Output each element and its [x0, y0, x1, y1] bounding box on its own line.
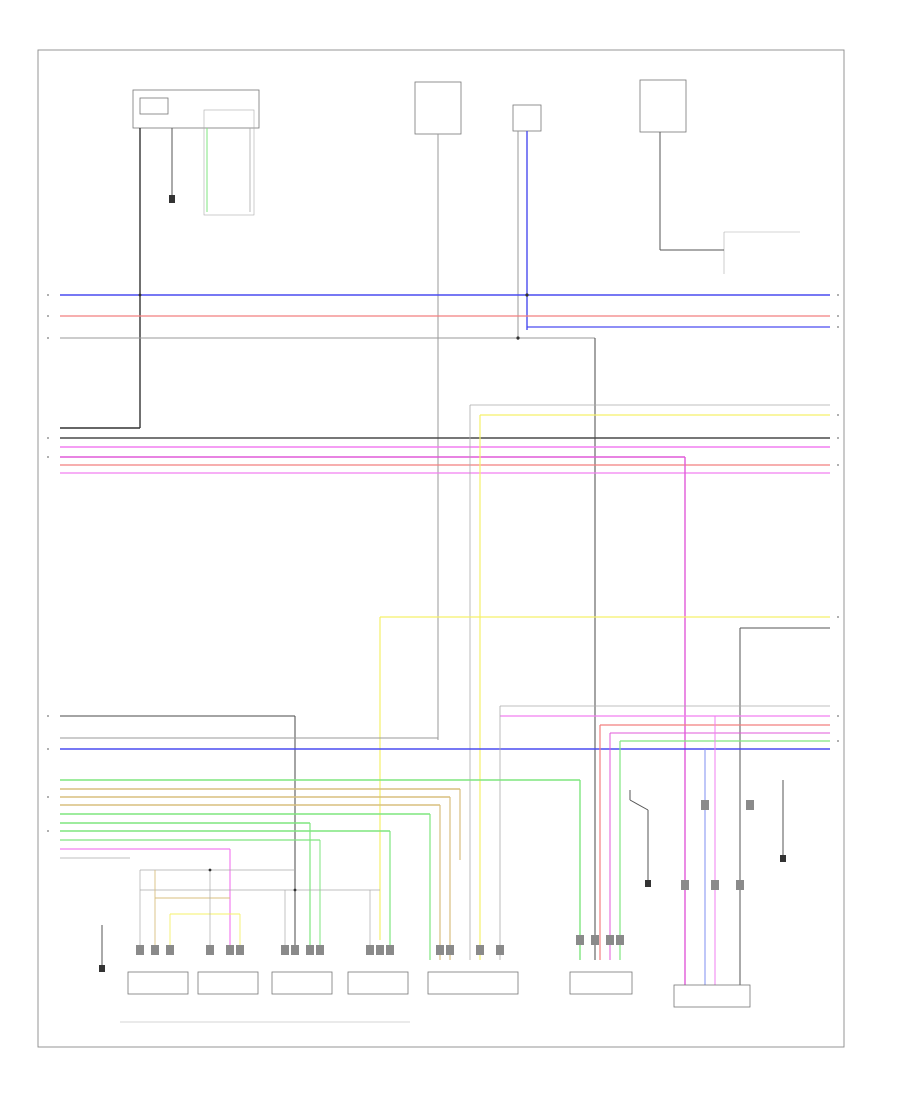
bus-end-dot — [837, 616, 839, 618]
bus-end-dot — [837, 740, 839, 742]
damper-motor-1 — [127, 971, 189, 995]
body-ecu — [639, 79, 687, 133]
bus-end-dot — [47, 748, 49, 750]
seat-heater-dashed-group — [203, 109, 255, 216]
pin-block — [206, 945, 214, 955]
pin-block — [316, 945, 324, 955]
damper-motor-3 — [271, 971, 333, 995]
bus-end-dot — [837, 715, 839, 717]
splice-dot — [525, 293, 529, 297]
pin-block — [151, 945, 159, 955]
ground-wire-b — [629, 799, 649, 811]
pin-block — [386, 945, 394, 955]
body-ecu-box — [639, 79, 687, 133]
bus-end-dot — [47, 715, 49, 717]
bus-end-dot — [47, 315, 49, 317]
pin-block — [591, 935, 599, 945]
damper-motor-1-box — [127, 971, 189, 995]
bus-end-dot — [837, 315, 839, 317]
pin-block — [136, 945, 144, 955]
diagram-frame — [37, 49, 845, 1048]
ground-icon — [169, 195, 175, 203]
pin-block — [281, 945, 289, 955]
pin-block — [376, 945, 384, 955]
pin-block — [616, 935, 624, 945]
pin-block — [746, 800, 754, 810]
ground-symbol-bottom-mid — [629, 790, 651, 887]
pin-block — [701, 800, 709, 810]
splice-dot — [138, 293, 142, 297]
bus-end-dot — [47, 294, 49, 296]
pin-block — [681, 880, 689, 890]
ground-icon — [780, 855, 786, 862]
bus-end-dot — [47, 830, 49, 832]
pin-block — [736, 880, 744, 890]
ambient-temp-sensor — [569, 971, 633, 995]
auto-ac-unit — [414, 81, 462, 135]
bus-end-markers — [47, 294, 839, 832]
bus-end-dot — [47, 337, 49, 339]
pin-block — [711, 880, 719, 890]
solar-sensor — [673, 984, 751, 1008]
pin-block — [236, 945, 244, 955]
bus-end-dot — [837, 464, 839, 466]
bus-end-dot — [837, 414, 839, 416]
ground-symbol-bottom-right — [780, 780, 786, 862]
pressure-sensor — [512, 104, 542, 132]
pin-block — [446, 945, 454, 955]
splice-dot — [208, 868, 212, 872]
ambient-temp-sensor-box — [569, 971, 633, 995]
damper-motor-3-box — [271, 971, 333, 995]
bus-end-dot — [47, 437, 49, 439]
bus-end-dot — [47, 456, 49, 458]
bus-end-dot — [837, 326, 839, 328]
pin-block — [606, 935, 614, 945]
pin-block — [496, 945, 504, 955]
ground-symbol-bottom-left — [99, 925, 105, 972]
pin-block — [291, 945, 299, 955]
seat-heater-switch — [132, 89, 260, 216]
pin-block — [366, 945, 374, 955]
damper-motor-4 — [347, 971, 409, 995]
ground-symbol-top-left — [169, 128, 175, 203]
splice-dot — [516, 336, 520, 340]
pin-block — [436, 945, 444, 955]
blower-controller-box — [427, 971, 519, 995]
bus-end-dot — [47, 796, 49, 798]
blower-controller — [427, 971, 519, 995]
pin-block — [166, 945, 174, 955]
ground-icon — [99, 965, 105, 972]
ground-icon — [645, 880, 651, 887]
pin-block — [226, 945, 234, 955]
bus-end-dot — [837, 437, 839, 439]
splice-dot — [293, 888, 297, 892]
damper-motor-4-box — [347, 971, 409, 995]
pin-block — [306, 945, 314, 955]
pin-block — [476, 945, 484, 955]
pin-block — [576, 935, 584, 945]
pressure-sensor-box — [512, 104, 542, 132]
bus-end-dot — [837, 294, 839, 296]
damper-motor-2-box — [197, 971, 259, 995]
seat-heater-switch-inner — [139, 97, 169, 115]
damper-motor-2 — [197, 971, 259, 995]
splice-points — [138, 293, 529, 892]
solar-sensor-box — [673, 984, 751, 1008]
auto-ac-unit-box — [414, 81, 462, 135]
connector-right — [723, 231, 800, 274]
connector-pins — [136, 800, 754, 955]
